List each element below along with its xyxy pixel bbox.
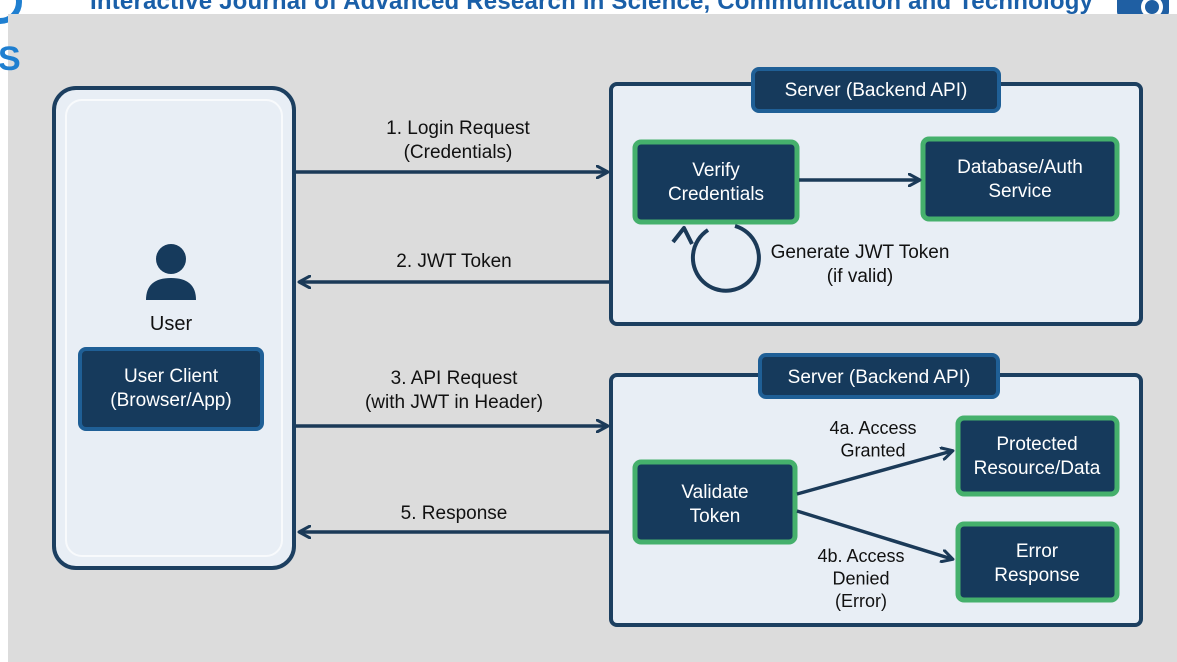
- generate-jwt-label: Generate JWT Token(if valid): [771, 242, 950, 287]
- server-title-bottom: Server (Backend API): [788, 367, 971, 388]
- journal-side-letter: S: [0, 40, 21, 78]
- server-title-top: Server (Backend API): [785, 80, 968, 101]
- access-denied-arrow: [796, 509, 952, 559]
- database-auth-box: [920, 136, 1120, 222]
- jwt-flow-diagram: User User Client(Browser/App) Server (Ba…: [52, 67, 1143, 627]
- diagram-canvas: User User Client(Browser/App) Server (Ba…: [8, 14, 1177, 662]
- access-granted-arrow: [796, 451, 952, 496]
- jwt-token-label: 2. JWT Token: [396, 251, 511, 272]
- api-request-label: 3. API Request(with JWT in Header): [365, 368, 543, 413]
- login-request-label: 1. Login Request(Credentials): [386, 118, 530, 163]
- refresh-loop-icon: [671, 224, 761, 293]
- error-response-box: [955, 521, 1120, 603]
- validate-token-box: [632, 459, 798, 545]
- user-client-label: User Client(Browser/App): [110, 366, 231, 411]
- client-panel: [52, 86, 296, 570]
- response-label: 5. Response: [401, 503, 508, 524]
- user-client-box: [78, 347, 264, 431]
- journal-title: Interactive Journal of Advanced Research…: [90, 0, 1094, 14]
- user-label: User: [150, 313, 193, 335]
- header-strip: Interactive Journal of Advanced Research…: [0, 0, 1177, 14]
- verify-credentials-box: [632, 139, 800, 225]
- protected-resource-box: [955, 415, 1120, 497]
- user-icon: [146, 244, 196, 300]
- server-title-bottom-box: [758, 353, 1000, 399]
- server-title-top-box: [751, 67, 1001, 113]
